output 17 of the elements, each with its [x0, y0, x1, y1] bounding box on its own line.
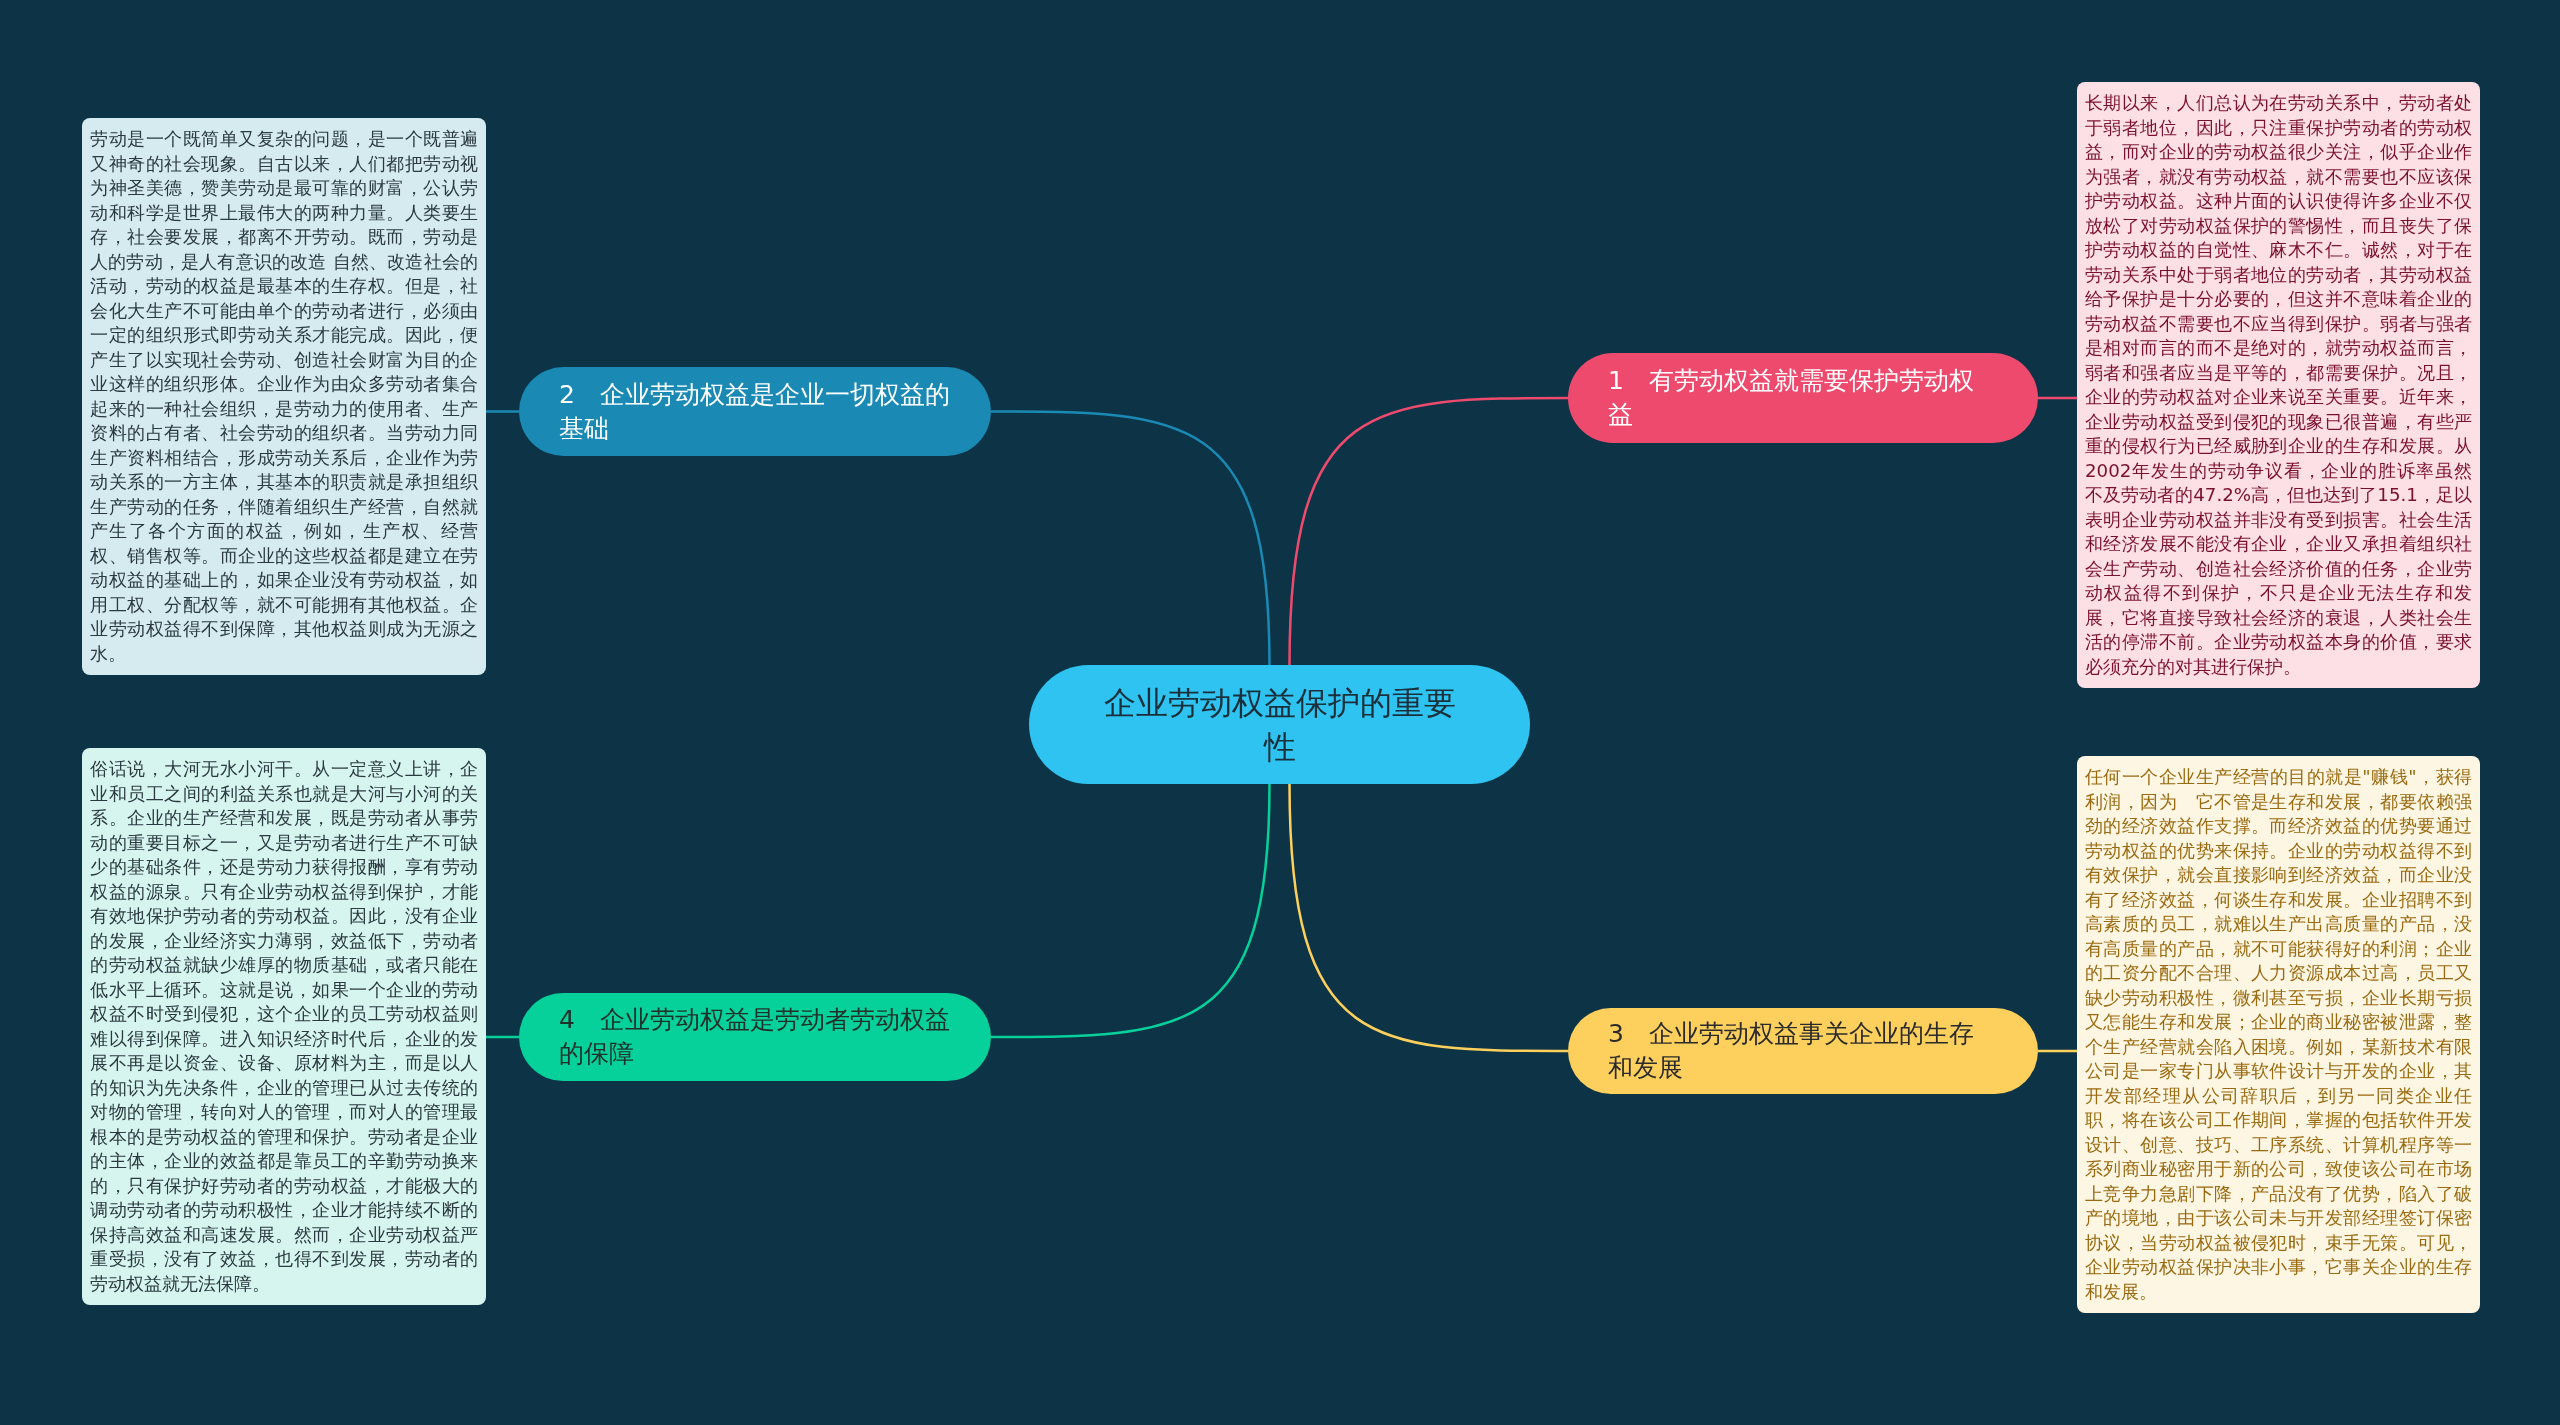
connector-line [2038, 396, 2077, 400]
connector-line [2038, 1049, 2077, 1053]
connector-line [1288, 783, 1568, 1053]
connector-line [991, 783, 1271, 1039]
connector-line [486, 410, 519, 413]
topic-box: 3 企业劳动权益事关企业的生存和发展 [1568, 1008, 2038, 1094]
text-card: 劳动是一个既简单又复杂的问题，是一个既普遍又神奇的社会现象。自古以来，人们都把劳动视为神圣美德，赞美劳动是最可靠的财富，公认劳动和科学是世界上最伟大的两种力量。人类要生存，社会要发展，都离不开劳动。既而，劳动是人的劳动，是人有意识的改造 自然、改造社会的活动，劳动的权益是最基本的生存权。但是，社会化大生产不可能由单个的劳动者进行，必须由一定的组织形式即劳动关系才能完成。因此，便产生了以实现社会劳动、创造社会财富为目的企业这样的组织形体。企业作为由众多劳动者集合起来的一种社会组织，是劳动力的使用者、生产资料的占有者、社会劳动的组织者。当劳动力同生产资料相结合，形成劳动关系后，企业作为劳动关系的一方主体，其基本的职责就是承担组织生产劳动的任务，伴随着组织生产经营，自然就产生了各个方面的权益，例如，生产权、经营权、销售权等。而企业的这些权益都是建立在劳动权益的基础上的，如果企业没有劳动权益，如用工权、分配权等，就不可能拥有其他权益。企业劳动权益得不到保障，其他权益则成为无源之水。 [82, 118, 486, 675]
connector-line [991, 410, 1271, 666]
text-card: 长期以来，人们总认为在劳动关系中，劳动者处于弱者地位，因此，只注重保护劳动者的劳动权益，而对企业的劳动权益很少关注，似乎企业作为强者，就没有劳动权益，就不需要也不应该保护劳动权益。这种片面的认识使得许多企业不仅放松了对劳动权益保护的警惕性，而且丧失了保护劳动权益的自觉性、麻木不仁。诚然，对于在劳动关系中处于弱者地位的劳动者，其劳动权益给予保护是十分必要的，但这并不意味着企业的劳动权益不需要也不应当得到保护。弱者与强者是相对而言的而不是绝对的，就劳动权益而言，弱者和强者应当是平等的，都需要保护。况且，企业的劳动权益对企业来说至关重要。近年来，企业劳动权益受到侵犯的现象已很普遍，有些严重的侵权行为已经威胁到企业的生存和发展。从2002年发生的劳动争议看，企业的胜诉率虽然不及劳动者的47.2%高，但也达到了15.1，足以表明企业劳动权益并非没有受到损害。社会生活和经济发展不能没有企业，企业又承担着组织社会生产劳动、创造社会经济价值的任务，企业劳动权益得不到保护，不只是企业无法生存和发展，它将直接导致社会经济的衰退，人类社会生活的停滞不前。企业劳动权益本身的价值，要求必须充分的对其进行保护。 [2077, 82, 2480, 688]
topic-box: 1 有劳动权益就需要保护劳动权益 [1568, 353, 2038, 443]
text-card: 俗话说，大河无水小河干。从一定意义上讲，企业和员工之间的利益关系也就是大河与小河的关系。企业的生产经营和发展，既是劳动者从事劳动的重要目标之一，又是劳动者进行生产不可缺少的基础条件，还是劳动力获得报酬，享有劳动权益的源泉。只有企业劳动权益得到保护，才能有效地保护劳动者的劳动权益。因此，没有企业的发展，企业经济实力薄弱，效益低下，劳动者的劳动权益就缺少雄厚的物质基础，或者只能在低水平上循环。这就是说，如果一个企业的劳动权益不时受到侵犯，这个企业的员工劳动权益则难以得到保障。进入知识经济时代后，企业的发展不再是以资金、设备、原材料为主，而是以人的知识为先决条件，企业的管理已从过去传统的对物的管理，转向对人的管理，而对人的管理最根本的是劳动权益的管理和保护。劳动者是企业的主体，企业的效益都是靠员工的辛勤劳动换来的，只有保护好劳动者的劳动权益，才能极大的调动劳动者的劳动积极性，企业才能持续不断的保持高效益和高速发展。然而，企业劳动权益严重受损，没有了效益，也得不到发展，劳动者的劳动权益就无法保障。 [82, 748, 486, 1305]
text-card: 任何一个企业生产经营的目的就是"赚钱"，获得利润，因为 它不管是生存和发展，都要依赖强劲的经济效益作支撑。而经济效益的优势要通过劳动权益的优势来保持。企业的劳动权益得不到有效保护，就会直接影响到经济效益，而企业没有了经济效益，何谈生存和发展。企业招聘不到高素质的员工，就难以生产出高质量的产品，没有高质量的产品，就不可能获得好的利润；企业的工资分配不合理、人力资源成本过高，员工又缺少劳动积极性，微利甚至亏损，企业长期亏损又怎能生存和发展；企业的商业秘密被泄露，整个生产经营就会陷入困境。例如，某新技术有限公司是一家专门从事软件设计与开发的企业，其开发部经理从公司辞职后，到另一同类企业任职，将在该公司工作期间，掌握的包括软件开发设计、创意、技巧、工序系统、计算机程序等一系列商业秘密用于新的公司，致使该公司在市场上竞争力急剧下降，产品没有了优势，陷入了破产的境地，由于该公司未与开发部经理签订保密协议，当劳动权益被侵犯时，束手无策。可见，企业劳动权益保护决非小事，它事关企业的生存和发展。 [2077, 756, 2480, 1313]
connector-line [486, 1035, 519, 1039]
topic-box: 2 企业劳动权益是企业一切权益的基础 [519, 367, 991, 456]
topic-box: 4 企业劳动权益是劳动者劳动权益的保障 [519, 993, 991, 1081]
connector-line [1288, 396, 1568, 666]
central-topic: 企业劳动权益保护的重要性 [1029, 665, 1530, 784]
